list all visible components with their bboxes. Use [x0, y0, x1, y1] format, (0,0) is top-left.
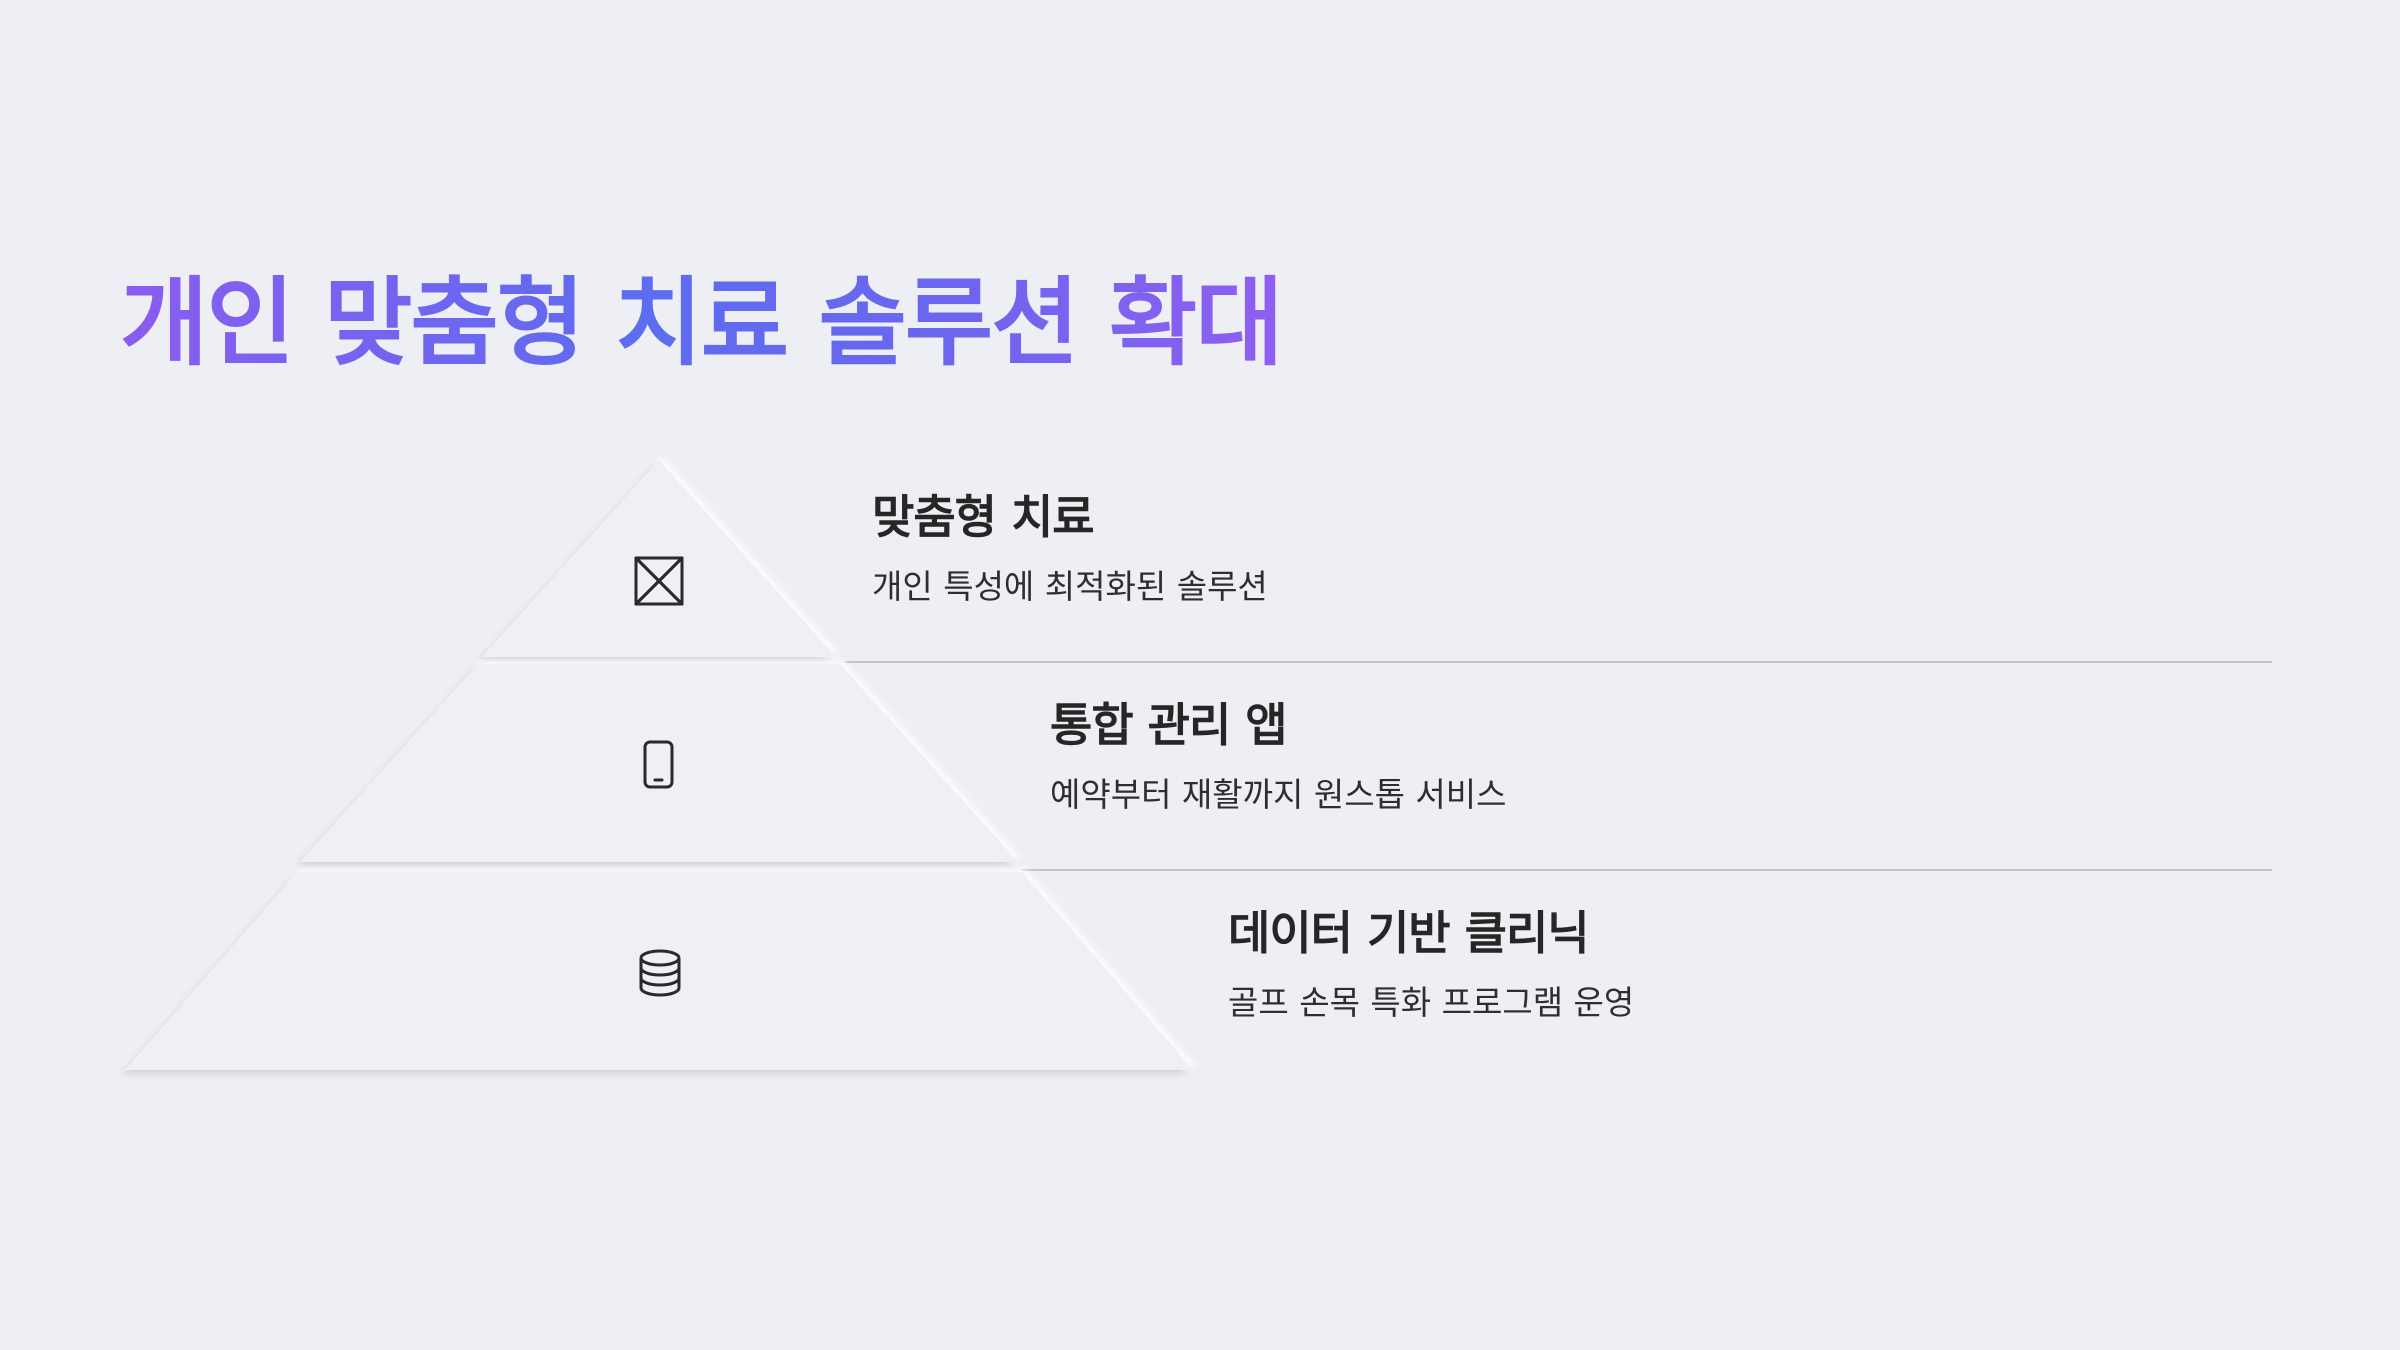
tier-2-heading: 통합 관리 앱 [1050, 698, 1288, 752]
database-icon [639, 949, 681, 997]
tier-3-heading: 데이터 기반 클리닉 [1228, 906, 1590, 960]
tier-1-text: 맞춤형 치료 개인 특성에 최적화된 솔루션 [872, 490, 1268, 607]
page-title: 개인 맞춤형 치료 솔루션 확대 [120, 267, 1284, 379]
pyramid-tier-bottom [125, 872, 1193, 1070]
tier-2-description: 예약부터 재활까지 원스톱 서비스 [1050, 775, 1507, 815]
smartphone-icon [643, 740, 674, 789]
tier-3-text: 데이터 기반 클리닉 골프 손목 특화 프로그램 운영 [1228, 906, 1634, 1023]
tier-1-heading: 맞춤형 치료 [872, 490, 1095, 544]
arrows-converge-icon [634, 556, 684, 606]
tier-3-description: 골프 손목 특화 프로그램 운영 [1228, 983, 1635, 1023]
tier-1-description: 개인 특성에 최적화된 솔루션 [872, 567, 1268, 607]
tier-2-text: 통합 관리 앱 예약부터 재활까지 원스톱 서비스 [1050, 698, 1507, 815]
pyramid-tier-middle [300, 664, 1018, 862]
